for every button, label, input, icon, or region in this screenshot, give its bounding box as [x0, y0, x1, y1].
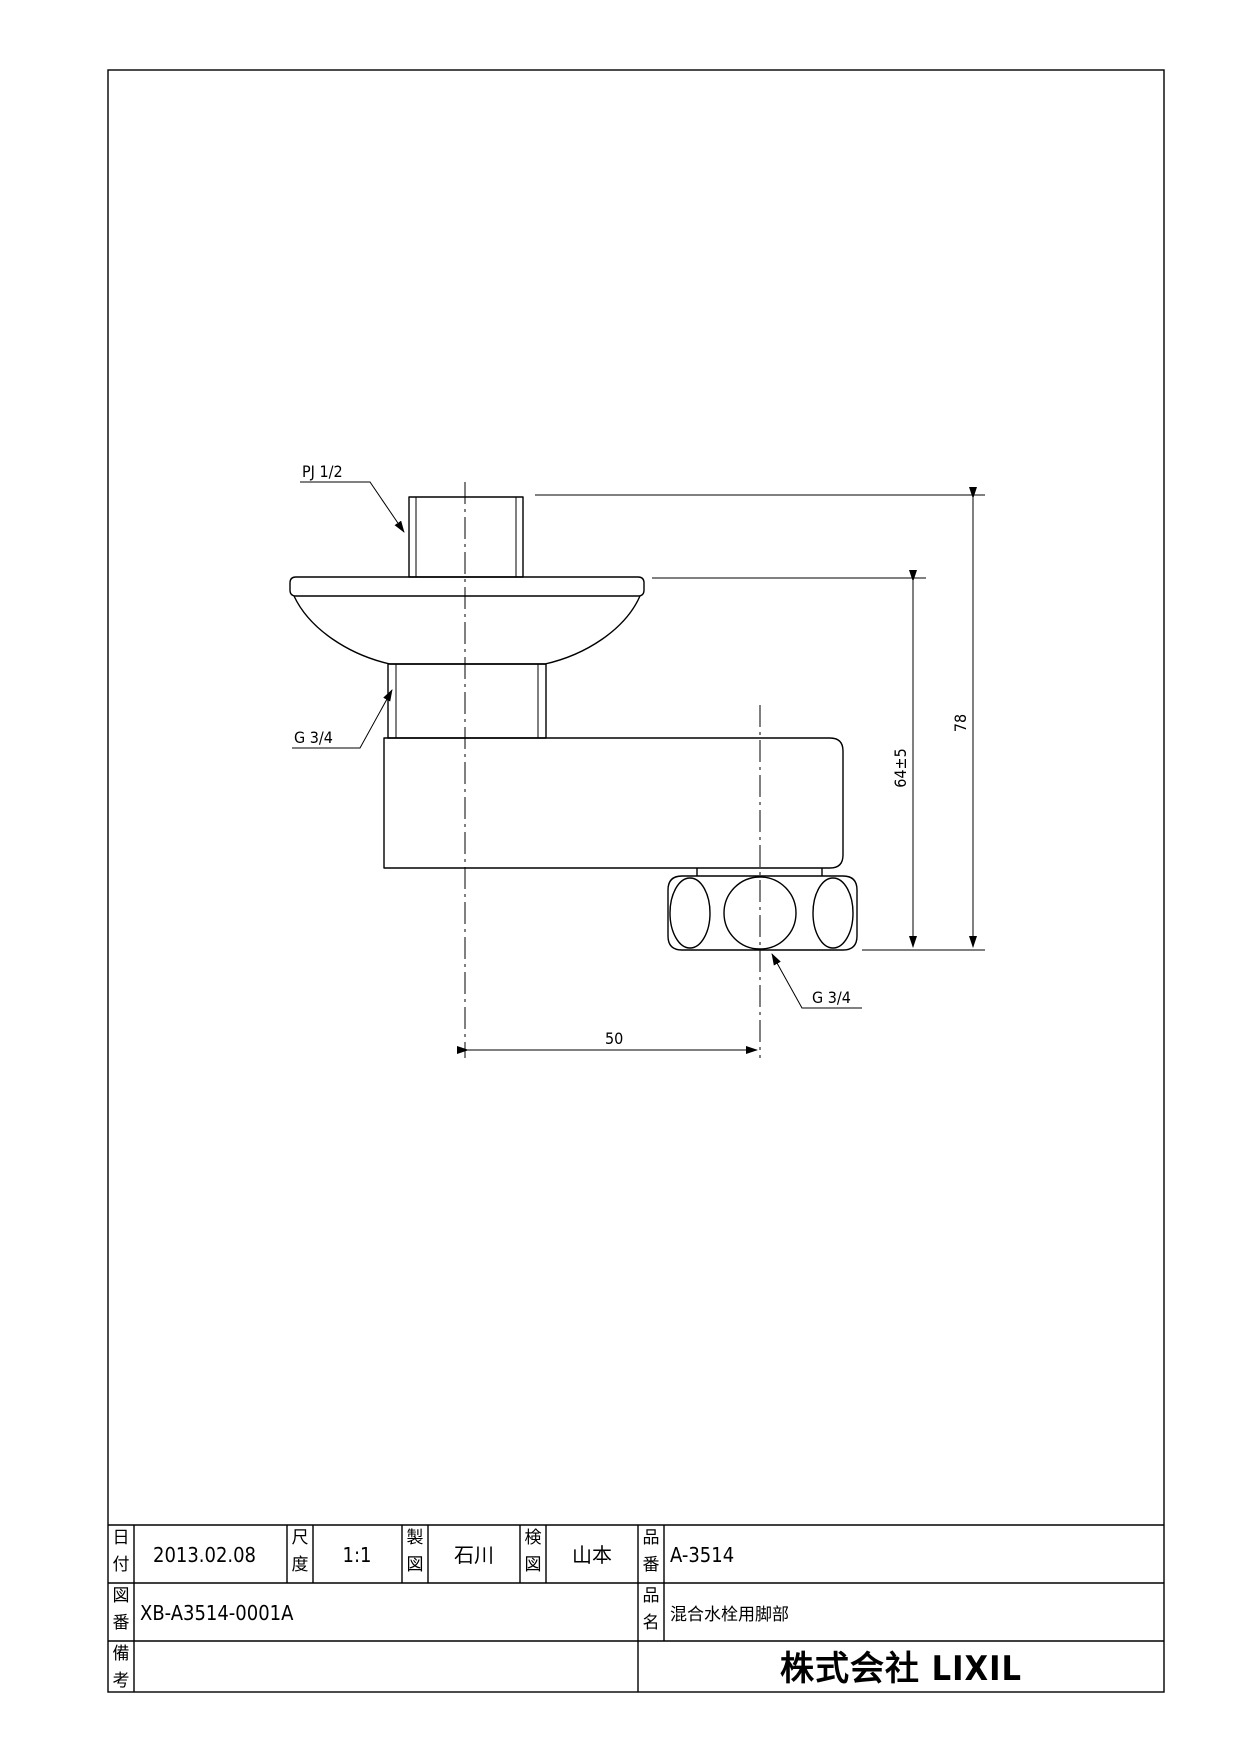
- scale-label: 尺度: [292, 1528, 309, 1575]
- drawing-no-label: 図番: [113, 1586, 130, 1633]
- checked-by: 山本: [572, 1543, 612, 1567]
- sheet-border: [107, 69, 1165, 1693]
- part-no-value: A-3514: [670, 1543, 734, 1567]
- top-nipple: [408, 496, 524, 578]
- dimensions: 50 64±5 78: [457, 487, 985, 1054]
- drawing-no-value: XB-A3514-0001A: [140, 1601, 294, 1625]
- horizontal-body: [383, 737, 844, 869]
- flange: [289, 576, 645, 665]
- leader-thread-mid: [292, 689, 393, 749]
- title-block: 日付 2013.02.08 尺度 1:1 製図 石川 検図 山本 品番 A-35…: [108, 1524, 1164, 1692]
- company-logo: 株式会社 LIXIL: [780, 1649, 1022, 1689]
- leaders: PJ 1/2 G 3/4 G 3/4: [292, 462, 862, 1009]
- label-thread-top: PJ 1/2: [302, 462, 343, 481]
- date-label: 日付: [113, 1528, 130, 1575]
- leader-thread-top: [300, 481, 405, 533]
- dim-label-64: 64±5: [891, 748, 910, 788]
- part-no-label: 品番: [643, 1528, 660, 1575]
- date-value: 2013.02.08: [153, 1543, 256, 1567]
- dim-label-50: 50: [605, 1029, 623, 1048]
- drawn-by: 石川: [454, 1543, 494, 1567]
- dim-label-78: 78: [951, 714, 970, 732]
- hex-nut: [667, 875, 858, 951]
- part-drawing: [289, 482, 858, 1058]
- drawn-label: 製図: [407, 1528, 424, 1575]
- label-thread-nut: G 3/4: [812, 988, 851, 1007]
- middle-thread: [387, 663, 547, 739]
- remarks-label: 備考: [113, 1644, 130, 1691]
- leader-thread-nut: [771, 953, 862, 1009]
- label-thread-mid: G 3/4: [294, 728, 333, 747]
- part-name-value: 混合水栓用脚部: [670, 1605, 789, 1625]
- scale-value: 1:1: [343, 1543, 372, 1567]
- part-name-label: 品名: [643, 1586, 660, 1633]
- nut-neck: [696, 868, 823, 876]
- checked-label: 検図: [525, 1528, 542, 1575]
